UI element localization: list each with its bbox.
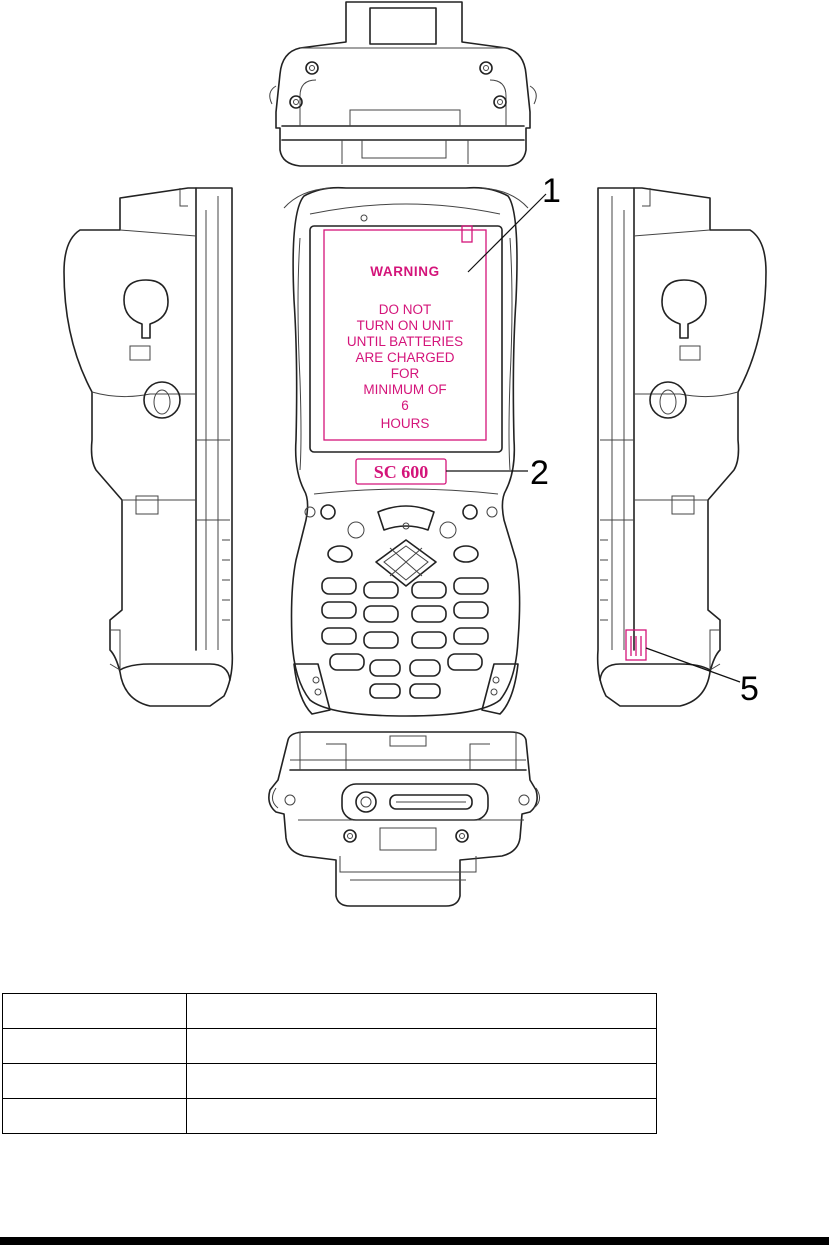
table-row <box>2 993 657 1029</box>
table-row <box>2 1028 657 1064</box>
table-cell <box>2 1098 187 1134</box>
callouts: 1 2 5 <box>446 172 759 708</box>
table-cell <box>2 1063 187 1099</box>
warning-label-text: WARNING DO NOT TURN ON UNIT UNTIL BATTER… <box>347 264 463 431</box>
keypad-keys <box>321 577 489 699</box>
table-cell <box>186 1063 657 1099</box>
warning-line-4: ARE CHARGED <box>355 350 454 365</box>
callout-5: 5 <box>740 670 759 708</box>
table-row <box>2 1063 657 1099</box>
table-cell <box>186 1028 657 1064</box>
serial-label <box>625 629 647 661</box>
bottom-view <box>268 731 540 907</box>
top-view <box>269 1 537 167</box>
table-cell <box>186 993 657 1029</box>
warning-line-3: UNTIL BATTERIES <box>347 334 463 349</box>
left-side-view <box>63 187 234 707</box>
front-view: WARNING DO NOT TURN ON UNIT UNTIL BATTER… <box>283 186 529 717</box>
warning-line-5: FOR <box>391 366 420 381</box>
bottom-rule <box>0 1237 829 1245</box>
callout-1: 1 <box>542 172 561 210</box>
callout-2: 2 <box>530 454 549 492</box>
warning-label <box>323 229 487 441</box>
warning-line-0: WARNING <box>370 264 439 279</box>
reference-table <box>2 993 657 1134</box>
model-badge-text: SC 600 <box>374 462 429 482</box>
right-side-view <box>596 187 767 707</box>
table-cell <box>186 1098 657 1134</box>
warning-line-2: TURN ON UNIT <box>357 318 454 333</box>
warning-line-1: DO NOT <box>379 302 432 317</box>
device-drawing: WARNING DO NOT TURN ON UNIT UNTIL BATTER… <box>63 1 767 907</box>
table-cell <box>2 993 187 1029</box>
warning-line-8: HOURS <box>381 416 430 431</box>
table-row <box>2 1098 657 1134</box>
table-cell <box>2 1028 187 1064</box>
warning-line-6: MINIMUM OF <box>363 382 446 397</box>
warning-line-7: 6 <box>401 398 409 413</box>
